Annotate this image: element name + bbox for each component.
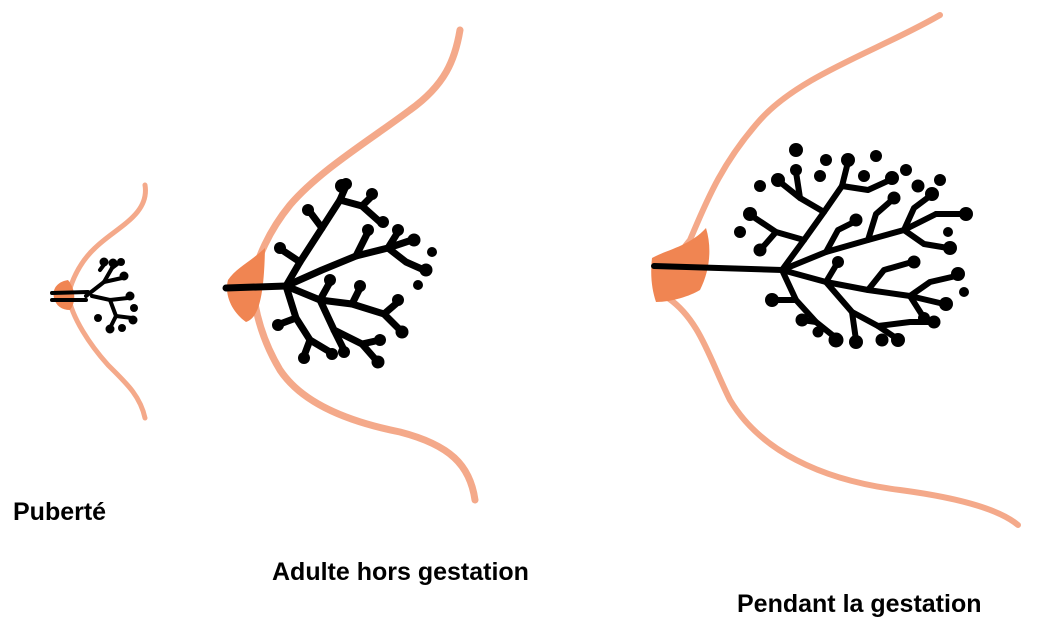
adult-label: Adulte hors gestation: [272, 560, 529, 585]
adult-gland: [226, 30, 475, 500]
gestation-gland: [651, 15, 1018, 525]
puberty-label: Puberté: [13, 500, 106, 525]
gestation-label: Pendant la gestation: [737, 592, 981, 617]
adult-skin-contour: [252, 30, 475, 500]
puberty-gland: [52, 185, 145, 418]
